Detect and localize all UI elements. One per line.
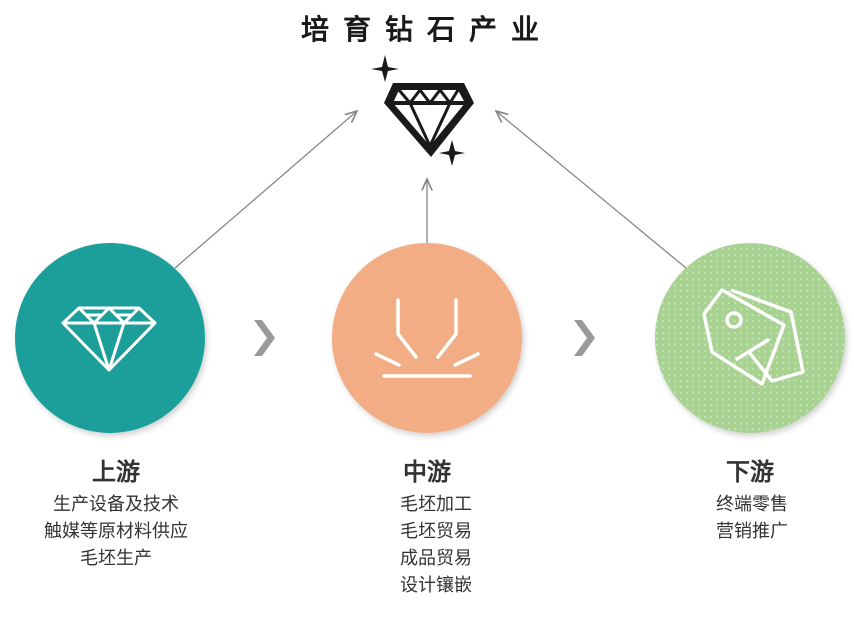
gem-icon — [61, 306, 157, 372]
upstream-arrow — [174, 111, 357, 269]
downstream-circle — [655, 243, 845, 433]
downstream-label: 下游 — [726, 458, 774, 486]
chevron-right-icon — [574, 320, 595, 356]
price-tag-icon — [702, 288, 805, 386]
list-item: 终端零售 — [716, 494, 788, 515]
upstream-circle — [15, 243, 205, 433]
list-item: 毛坯生产 — [80, 548, 152, 569]
midstream-label: 中游 — [403, 458, 451, 486]
diagram-title: 培育钻石产业 — [300, 13, 553, 46]
diamond-icon — [384, 83, 474, 157]
chevron-right-icon — [254, 320, 275, 356]
downstream-arrow — [496, 111, 687, 269]
upstream-items: 生产设备及技术 触媒等原材料供应 毛坯生产 — [0, 491, 236, 572]
midstream-items: 毛坯加工 毛坯贸易 成品贸易 设计镶嵌 — [316, 491, 556, 599]
list-item: 生产设备及技术 — [53, 494, 179, 515]
cutting-icon — [374, 298, 480, 378]
list-item: 营销推广 — [716, 521, 788, 542]
list-item: 毛坯加工 — [400, 494, 472, 515]
upstream-label: 上游 — [92, 458, 140, 486]
list-item: 毛坯贸易 — [400, 521, 472, 542]
sparkle-icon — [371, 55, 399, 82]
downstream-items: 终端零售 营销推广 — [632, 491, 854, 545]
list-item: 设计镶嵌 — [400, 575, 472, 596]
sparkle-icon — [439, 140, 465, 166]
midstream-circle — [332, 243, 522, 433]
list-item: 成品贸易 — [400, 548, 472, 569]
list-item: 触媒等原材料供应 — [44, 521, 188, 542]
